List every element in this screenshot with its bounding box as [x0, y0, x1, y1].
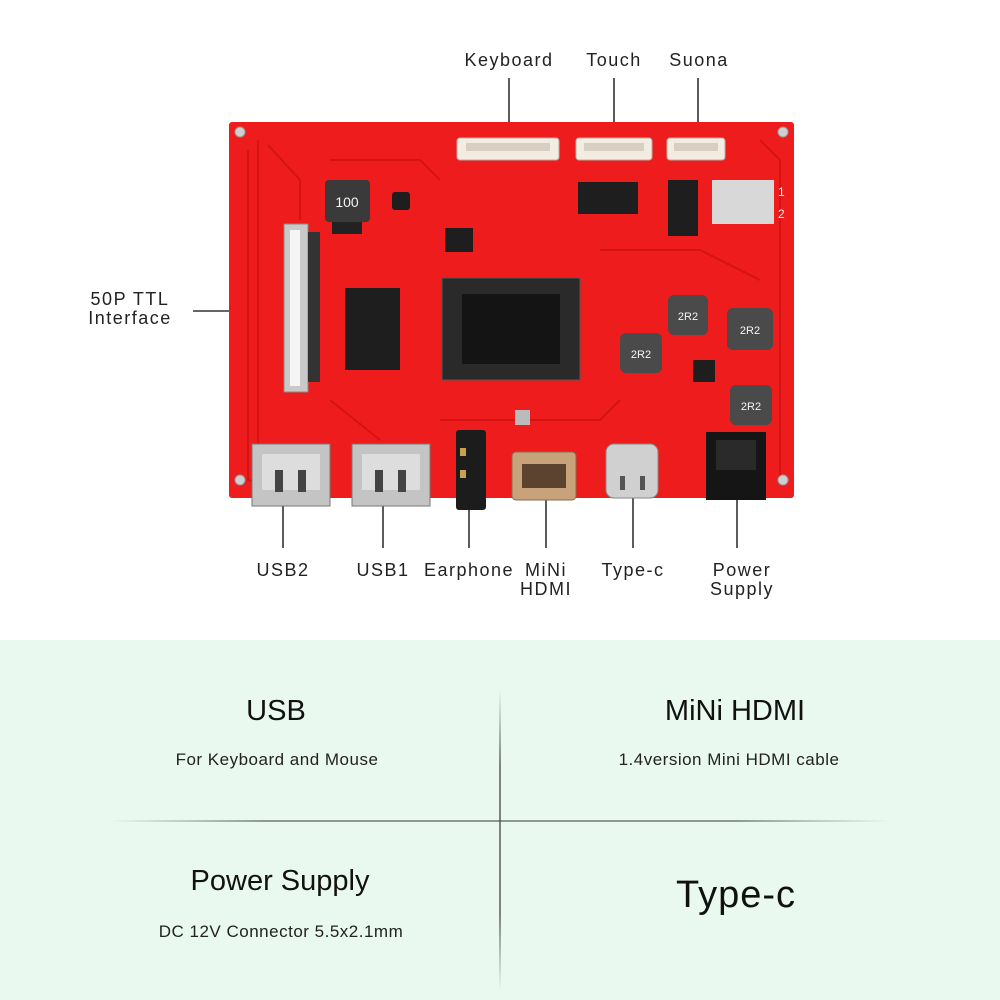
horizontal-divider — [110, 820, 890, 822]
type-c-port — [605, 443, 659, 499]
inductor-label: 2R2 — [678, 311, 698, 323]
components — [325, 180, 774, 425]
ttl-interface-label-line2: Interface — [88, 308, 172, 328]
inductor-label: 100 — [335, 194, 359, 210]
power-supply-label-line1: Power — [712, 560, 772, 580]
mini-hdmi-label: MiNi HDMI — [511, 561, 581, 599]
feature-title-usb: USB — [246, 695, 306, 727]
feature-panel: USB For Keyboard and Mouse MiNi HDMI 1.4… — [0, 640, 1000, 1000]
feature-title-mini-hdmi: MiNi HDMI — [664, 695, 806, 727]
power-jack — [706, 432, 766, 500]
usb2-port — [251, 443, 331, 507]
mini-hdmi-label-line1: MiNi — [525, 560, 567, 580]
leader-lines — [193, 78, 738, 548]
suona-connector — [666, 137, 726, 161]
feature-desc-mini-hdmi: 1.4version Mini HDMI cable — [618, 750, 840, 769]
power-supply-label: Power Supply — [697, 561, 787, 599]
earphone-jack — [456, 430, 486, 510]
keyboard-label: Keyboard — [464, 50, 554, 70]
usb1-label: USB1 — [356, 560, 410, 580]
inductor-label: 2R2 — [631, 349, 651, 361]
keyboard-connector — [456, 137, 560, 161]
pcb-illustration: 100 2R2 2R2 2R2 2R2 1 2 — [193, 78, 794, 548]
suona-label: Suona — [669, 50, 729, 70]
feature-title-power-supply: Power Supply — [190, 865, 370, 897]
usb1-port — [351, 443, 431, 507]
silkscreen-row-2: 2 — [778, 207, 785, 221]
touch-connector — [575, 137, 653, 161]
silkscreen-row-1: 1 — [778, 185, 785, 199]
usb2-label: USB2 — [256, 560, 310, 580]
mini-hdmi-port — [511, 451, 577, 501]
type-c-label: Type-c — [601, 560, 665, 580]
ttl-interface-label-line1: 50P TTL — [90, 289, 170, 309]
inductor-label: 2R2 — [740, 325, 760, 337]
mini-hdmi-label-line2: HDMI — [520, 579, 572, 599]
earphone-label: Earphone — [423, 560, 515, 580]
vertical-divider — [499, 690, 501, 990]
inductor-label: 2R2 — [741, 401, 761, 413]
power-supply-label-line2: Supply — [709, 579, 775, 599]
feature-desc-power-supply: DC 12V Connector 5.5x2.1mm — [158, 922, 404, 941]
touch-label: Touch — [586, 50, 642, 70]
mounting-holes — [234, 126, 789, 486]
board-diagram: 100 2R2 2R2 2R2 2R2 1 2 — [80, 50, 794, 599]
ttl-connector — [283, 223, 320, 393]
feature-desc-usb: For Keyboard and Mouse — [175, 750, 379, 769]
feature-title-type-c: Type-c — [675, 874, 797, 916]
ttl-interface-label: 50P TTL Interface — [80, 290, 180, 328]
